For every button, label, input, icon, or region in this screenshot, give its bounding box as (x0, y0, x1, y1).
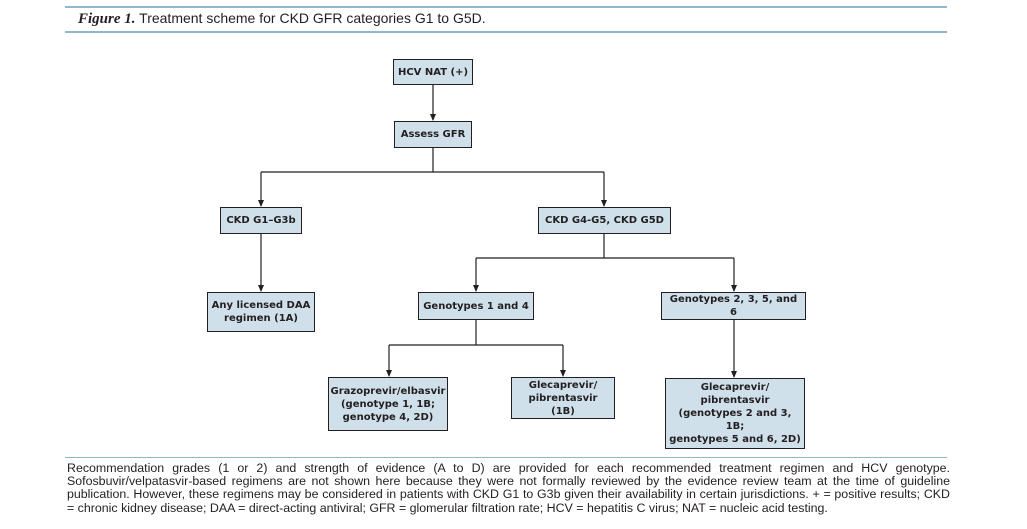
footnote-rule (65, 457, 947, 458)
node-glecaprevir-pibrentasvir-genotypes: Glecaprevir/ pibrentasvir (genotypes 2 a… (665, 378, 805, 449)
node-ckd-g4-g5d: CKD G4-G5, CKD G5D (538, 207, 671, 234)
figure-label: Figure 1. (78, 11, 136, 27)
figure-caption: Figure 1. Treatment scheme for CKD GFR c… (78, 9, 486, 28)
caption-bottom-rule (65, 31, 947, 33)
node-genotypes-1-and-4: Genotypes 1 and 4 (418, 292, 534, 320)
figure-title: Treatment scheme for CKD GFR categories … (139, 10, 486, 26)
node-assess-gfr: Assess GFR (394, 121, 472, 148)
node-genotypes-2-3-5-6: Genotypes 2, 3, 5, and 6 (661, 292, 806, 320)
caption-top-rule (65, 6, 947, 8)
node-ckd-g1-g3b: CKD G1–G3b (220, 207, 302, 234)
node-hcv-nat: HCV NAT (+) (393, 59, 473, 85)
flowchart-connectors (258, 85, 737, 378)
node-glecaprevir-pibrentasvir-1b: Glecaprevir/ pibrentasvir (1B) (511, 377, 615, 419)
node-any-licensed-daa: Any licensed DAA regimen (1A) (207, 292, 315, 332)
figure-footnote: Recommendation grades (1 or 2) and stren… (67, 462, 950, 529)
footnote-text: Recommendation grades (1 or 2) and stren… (67, 462, 950, 515)
node-grazoprevir-elbasvir: Grazoprevir/elbasvir (genotype 1, 1B; ge… (328, 377, 448, 431)
